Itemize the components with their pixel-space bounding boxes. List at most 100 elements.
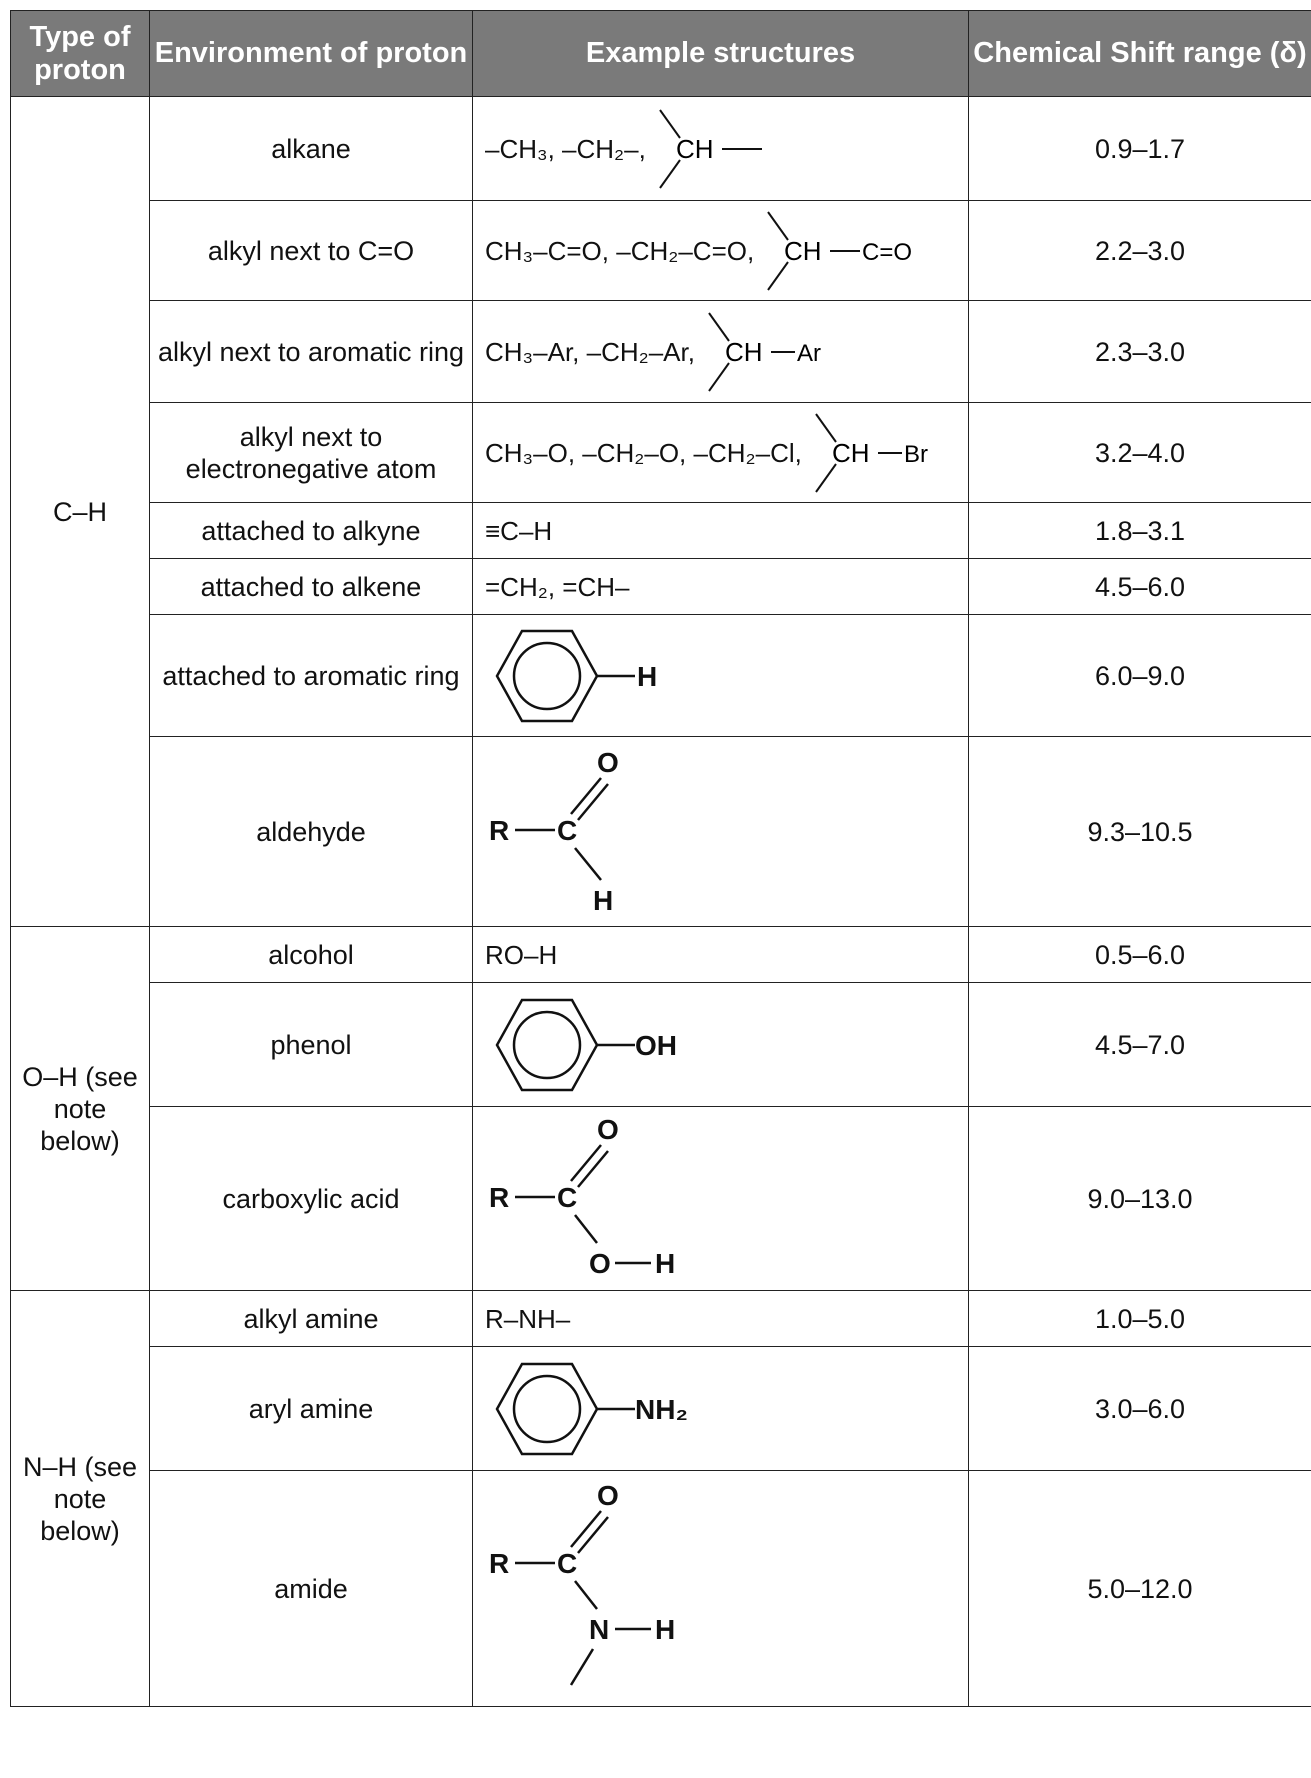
example-cell: CH₃–O, –CH₂–O, –CH₂–Cl, CH Br: [472, 402, 969, 503]
branch-ch-structure: CH Br: [815, 412, 928, 493]
branch-ch-structure: CH C=O: [767, 210, 912, 291]
table-row: N–H (see note below) alkyl amine R–NH– 1…: [10, 1290, 1311, 1707]
shift-cell: 9.0–13.0: [968, 1106, 1311, 1291]
r-label: R: [489, 1548, 509, 1579]
shift-cell: 2.3–3.0: [968, 300, 1311, 403]
table-row: alkyl next to C=O CH₃–C=O, –CH₂–C=O, CH …: [11, 200, 1311, 301]
type-cell: N–H (see note below): [10, 1290, 150, 1707]
environment-cell: amide: [149, 1470, 473, 1707]
example-text: –CH₃, –CH₂–,: [485, 133, 646, 164]
example-cell: R C O N H: [472, 1470, 969, 1707]
example-cell: ≡C–H: [472, 502, 969, 559]
environment-cell: attached to aromatic ring: [149, 614, 473, 737]
chemical-shift-table-container: Type of proton Environment of proton Exa…: [10, 10, 1311, 1707]
example-cell: CH₃–Ar, –CH₂–Ar, CH Ar: [472, 300, 969, 403]
shift-cell: 4.5–7.0: [968, 982, 1311, 1107]
example-cell: =CH₂, =CH–: [472, 558, 969, 615]
example-cell: –CH₃, –CH₂–, CH: [472, 96, 969, 201]
r-label: R: [489, 1182, 509, 1213]
environment-cell: alkane: [149, 96, 473, 201]
example-text: CH₃–Ar, –CH₂–Ar,: [485, 336, 695, 367]
table-row: amide R C O N H 5.0–12.0: [11, 1470, 1311, 1707]
environment-cell: attached to alkyne: [149, 502, 473, 559]
o-label: O: [597, 1480, 619, 1511]
header-row: Type of proton Environment of proton Exa…: [10, 10, 1311, 97]
branch-tail-label: C=O: [862, 239, 912, 266]
substituent-label: OH: [635, 1030, 677, 1061]
example-cell: R C O O H: [472, 1106, 969, 1291]
shift-cell: 3.2–4.0: [968, 402, 1311, 503]
environment-cell: alcohol: [149, 926, 473, 983]
branch-tail-label: Br: [904, 441, 928, 468]
branch-ch-structure: CH Ar: [708, 311, 821, 392]
c-label: C: [557, 1182, 577, 1213]
environment-cell: attached to alkene: [149, 558, 473, 615]
example-cell: R C O H: [472, 736, 969, 927]
environment-cell: alkyl next to electronegative atom: [149, 402, 473, 503]
example-cell: CH₃–C=O, –CH₂–C=O, CH C=O: [472, 200, 969, 301]
shift-cell: 2.2–3.0: [968, 200, 1311, 301]
environment-cell: alkyl next to C=O: [149, 200, 473, 301]
table-row: O–H (see note below) alcohol RO–H 0.5–6.…: [10, 926, 1311, 1291]
type-cell: C–H: [10, 96, 150, 927]
shift-cell: 5.0–12.0: [968, 1470, 1311, 1707]
branch-ch-label: CH: [832, 438, 870, 468]
shift-cell: 1.8–3.1: [968, 502, 1311, 559]
table-row: attached to alkyne ≡C–H 1.8–3.1: [11, 502, 1311, 559]
environment-cell: phenol: [149, 982, 473, 1107]
type-cell: O–H (see note below): [10, 926, 150, 1291]
environment-cell: carboxylic acid: [149, 1106, 473, 1291]
shift-cell: 6.0–9.0: [968, 614, 1311, 737]
substituent-label: H: [637, 661, 657, 692]
table-row: aryl amine NH₂ 3.0–6.0: [11, 1346, 1311, 1471]
example-cell: H: [472, 614, 969, 737]
table-row: C–H alkane –CH₃, –CH₂–, CH 0.9–1.7: [10, 96, 1311, 927]
c-label: C: [557, 1548, 577, 1579]
branch-ch-structure: CH: [659, 108, 762, 189]
header-examples: Example structures: [472, 10, 969, 97]
header-environment: Environment of proton: [149, 10, 473, 97]
h-label: H: [655, 1614, 675, 1645]
example-text: CH₃–O, –CH₂–O, –CH₂–Cl,: [485, 437, 802, 468]
branch-ch-label: CH: [784, 236, 822, 266]
shift-cell: 1.0–5.0: [968, 1290, 1311, 1347]
environment-cell: aryl amine: [149, 1346, 473, 1471]
example-cell: OH: [472, 982, 969, 1107]
benzene-h-structure: H: [495, 629, 657, 722]
shift-cell: 4.5–6.0: [968, 558, 1311, 615]
shift-cell: 0.9–1.7: [968, 96, 1311, 201]
example-cell: RO–H: [472, 926, 969, 983]
o-label: O: [597, 747, 619, 778]
chemical-shift-table: Type of proton Environment of proton Exa…: [10, 10, 1311, 1707]
example-text: CH₃–C=O, –CH₂–C=O,: [485, 235, 755, 266]
shift-cell: 0.5–6.0: [968, 926, 1311, 983]
header-shift: Chemical Shift range (δ): [968, 10, 1311, 97]
n-label: N: [589, 1614, 609, 1645]
phenol-structure: OH: [495, 998, 677, 1091]
branch-ch-label: CH: [725, 337, 763, 367]
header-type: Type of proton: [10, 10, 150, 97]
aldehyde-structure: R C O H: [489, 747, 619, 916]
table-row: phenol OH 4.5–7.0: [11, 982, 1311, 1107]
environment-cell: alkyl next to aromatic ring: [149, 300, 473, 403]
table-row: attached to alkene =CH₂, =CH– 4.5–6.0: [11, 558, 1311, 615]
table-row: attached to aromatic ring H 6.0–9.0: [11, 614, 1311, 737]
shift-cell: 9.3–10.5: [968, 736, 1311, 927]
example-cell: NH₂: [472, 1346, 969, 1471]
carboxylic-acid-structure: R C O O H: [489, 1114, 675, 1279]
h-label: H: [593, 885, 613, 916]
table-row: carboxylic acid R C O O H 9.0–13.0: [11, 1106, 1311, 1291]
example-cell: R–NH–: [472, 1290, 969, 1347]
branch-ch-label: CH: [676, 134, 714, 164]
c-label: C: [557, 815, 577, 846]
substituent-label: NH₂: [635, 1394, 688, 1425]
o-label: O: [597, 1114, 619, 1145]
h-label: H: [655, 1248, 675, 1279]
amide-structure: R C O N H: [489, 1480, 675, 1686]
table-row: alkyl next to electronegative atom CH₃–O…: [11, 402, 1311, 503]
o2-label: O: [589, 1248, 611, 1279]
aniline-structure: NH₂: [495, 1362, 688, 1455]
table-row: alkyl next to aromatic ring CH₃–Ar, –CH₂…: [11, 300, 1311, 403]
r-label: R: [489, 815, 509, 846]
shift-cell: 3.0–6.0: [968, 1346, 1311, 1471]
